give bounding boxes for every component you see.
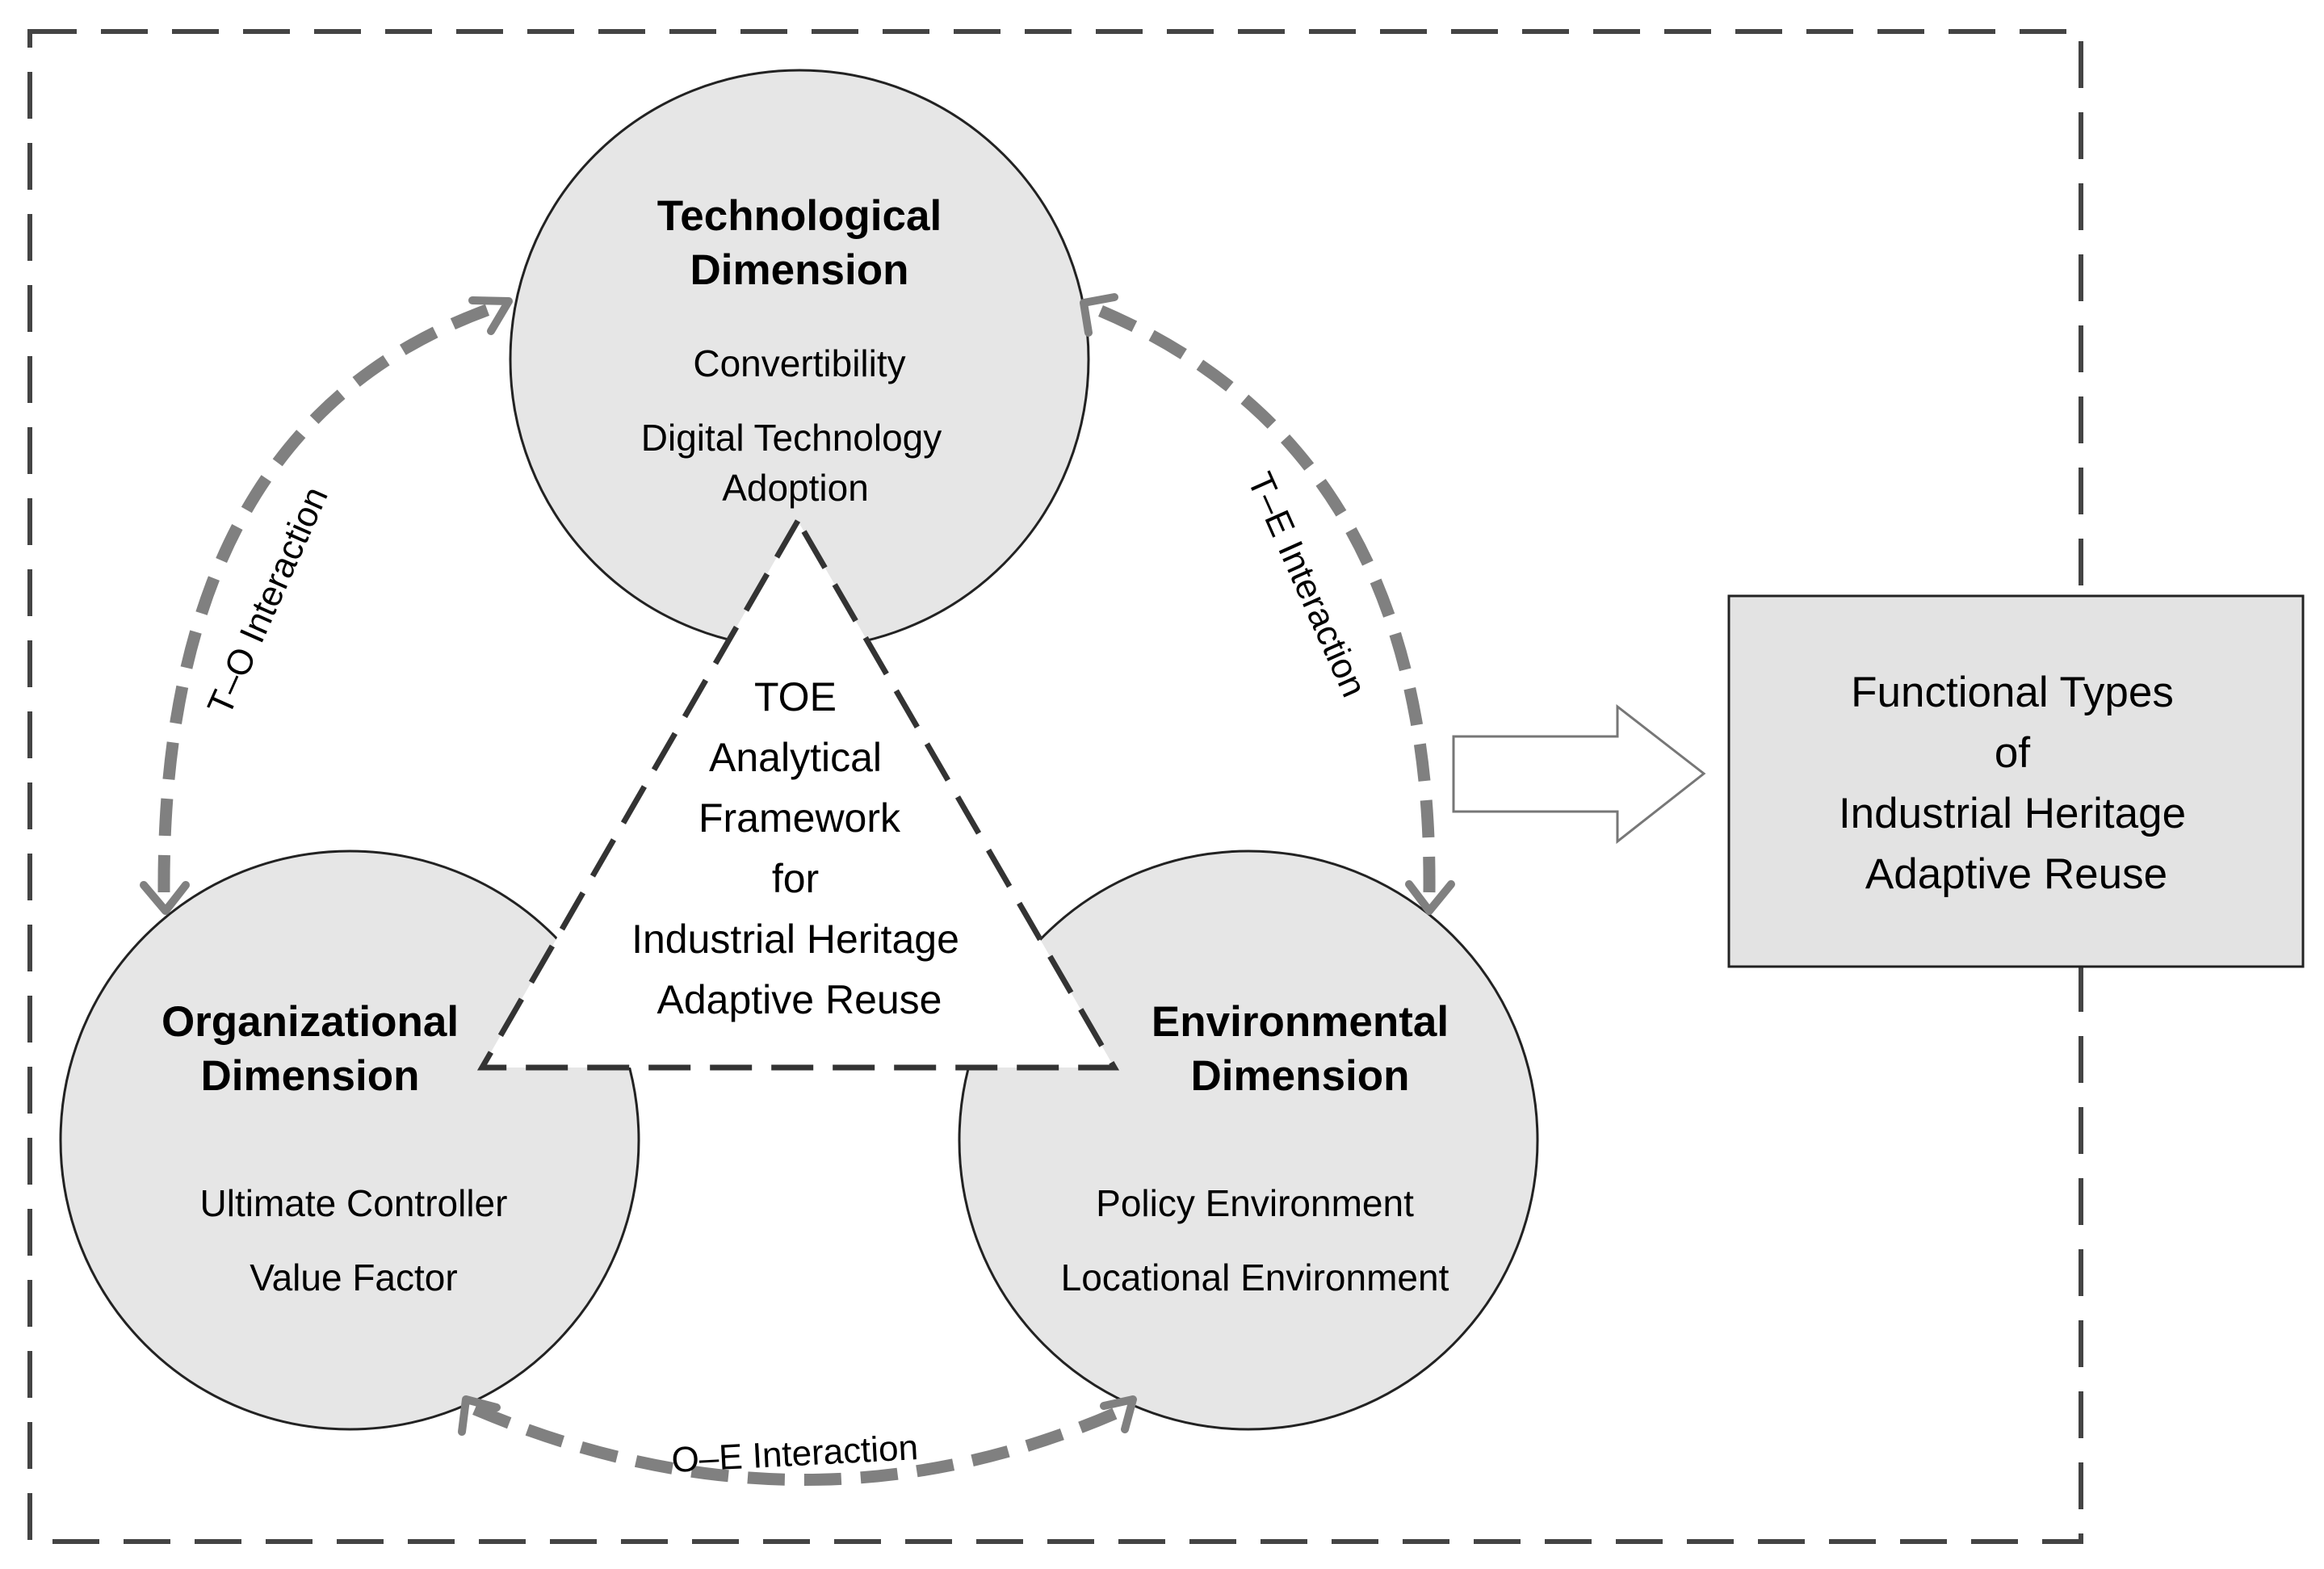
te-interaction-label: T–E Interaction <box>1240 467 1374 703</box>
environmental-item-policy: Policy Environment <box>1096 1182 1414 1224</box>
to-interaction-label: T–O Interaction <box>200 481 336 721</box>
framework-line5: Industrial Heritage <box>631 917 959 962</box>
organizational-dimension-circle <box>59 850 640 1431</box>
environmental-item-locational: Locational Environment <box>1061 1256 1449 1298</box>
environmental-dimension: Environmental Dimension Policy Environme… <box>1061 998 1449 1298</box>
framework-line1: TOE <box>754 674 837 719</box>
technological-dimension: Technological Dimension Convertibility D… <box>641 192 942 509</box>
technological-item-convertibility: Convertibility <box>693 342 905 384</box>
environmental-title-line2: Dimension <box>1191 1052 1410 1100</box>
organizational-title-line2: Dimension <box>201 1052 420 1100</box>
to-interaction-arc <box>157 299 503 893</box>
organizational-item-controller: Ultimate Controller <box>200 1182 508 1224</box>
oe-arrowhead-right <box>1100 1395 1137 1433</box>
to-arrowhead-top <box>468 296 513 335</box>
framework-line3: Framework <box>698 795 901 841</box>
environmental-title-line1: Environmental <box>1152 998 1449 1046</box>
technological-title-line2: Dimension <box>690 246 909 294</box>
organizational-item-value: Value Factor <box>250 1256 457 1298</box>
organizational-dimension: Organizational Dimension Ultimate Contro… <box>162 998 508 1298</box>
outcome-label: Functional Types of Industrial Heritage … <box>1839 669 2186 898</box>
technological-item-digital-line2: Adoption <box>722 467 869 509</box>
outcome-box <box>1727 594 2305 968</box>
interaction-arrows <box>157 299 1436 1486</box>
outcome-block-arrow <box>1452 703 1706 845</box>
outcome-line1: Functional Types <box>1851 669 2174 716</box>
outcome-line4: Adaptive Reuse <box>1865 850 2167 898</box>
framework-line4: for <box>772 856 819 901</box>
technological-item-digital-line1: Digital Technology <box>641 417 942 459</box>
outcome-line3: Industrial Heritage <box>1839 790 2186 837</box>
organizational-title-line1: Organizational <box>162 998 459 1046</box>
framework-line6: Adaptive Reuse <box>657 977 942 1022</box>
te-arrowhead-bottom <box>1405 880 1455 915</box>
toe-framework-triangle <box>476 515 1120 1071</box>
oe-interaction-arc <box>472 1403 1128 1486</box>
te-interaction-arc <box>1098 305 1436 893</box>
framework-line2: Analytical <box>709 735 882 780</box>
technological-title-line1: Technological <box>657 192 942 240</box>
environmental-dimension-circle <box>958 850 1539 1431</box>
to-arrowhead-bottom <box>140 881 190 915</box>
framework-label: TOE Analytical Framework for Industrial … <box>631 674 959 1022</box>
outcome-line2: of <box>1995 729 2030 777</box>
te-arrowhead-top <box>1080 293 1118 337</box>
oe-arrowhead-left <box>458 1395 501 1436</box>
interaction-arrowheads <box>140 293 1455 1436</box>
